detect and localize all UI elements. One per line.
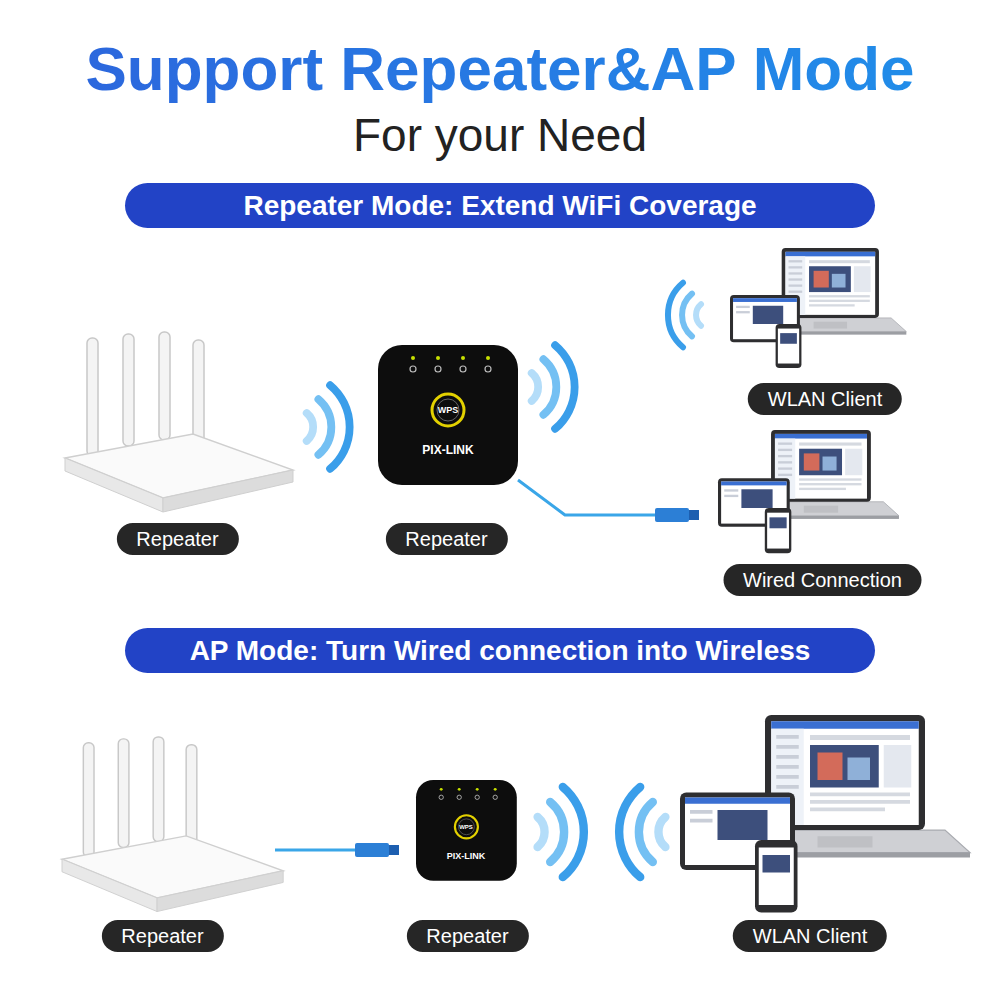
cable-group <box>275 843 399 857</box>
laptop-illustration <box>680 715 970 913</box>
router-illustration <box>65 332 293 512</box>
node-text: WLAN Client <box>733 920 887 952</box>
wifi-waves <box>538 787 584 877</box>
node-text: Repeater <box>385 523 507 555</box>
rj45-tip <box>389 845 399 855</box>
device-node: WLAN Client <box>680 715 940 952</box>
device-node: Repeater <box>50 730 275 952</box>
device-node: WLAN Client <box>735 250 915 415</box>
device-node: Wired Connection <box>700 430 945 596</box>
wifi-waves <box>532 345 575 429</box>
device-node: Repeater <box>65 330 290 555</box>
cable-group <box>518 480 699 522</box>
brand-name: PIX-LINK <box>447 851 486 861</box>
node-text: Repeater <box>406 920 528 952</box>
node-text: AP Mode: Turn Wired connection into Wire… <box>190 635 811 667</box>
node-text: WLAN Client <box>748 383 902 415</box>
node-text: Repeater <box>101 920 223 952</box>
rj45-plug <box>355 843 389 857</box>
button-label: WPS <box>438 405 459 415</box>
wifi-waves <box>619 787 665 877</box>
node-text: Repeater Mode: Extend WiFi Coverage <box>243 190 756 222</box>
ethernet-cable <box>275 849 355 852</box>
laptop-illustration <box>718 430 899 553</box>
extender-illustration <box>378 345 518 485</box>
ethernet-cable <box>518 480 655 515</box>
laptop-illustration <box>730 248 906 368</box>
mode-banner: AP Mode: Turn Wired connection into Wire… <box>125 628 875 673</box>
node-text: Wired Connection <box>723 564 922 596</box>
wifi-waves <box>307 385 350 469</box>
router-illustration <box>62 737 283 912</box>
mode-banner: Repeater Mode: Extend WiFi Coverage <box>125 183 875 228</box>
brand-name: PIX-LINK <box>422 443 473 457</box>
rj45-plug <box>655 508 689 522</box>
page-title: Support Repeater&AP Mode <box>0 33 1000 105</box>
subtitle: For your Need <box>353 108 647 162</box>
device-node: Repeater <box>400 775 535 952</box>
node-text: Repeater <box>116 523 238 555</box>
wifi-waves <box>668 283 701 347</box>
rj45-tip <box>689 510 699 520</box>
button-label: WPS <box>459 824 473 831</box>
extender-illustration <box>416 780 517 881</box>
